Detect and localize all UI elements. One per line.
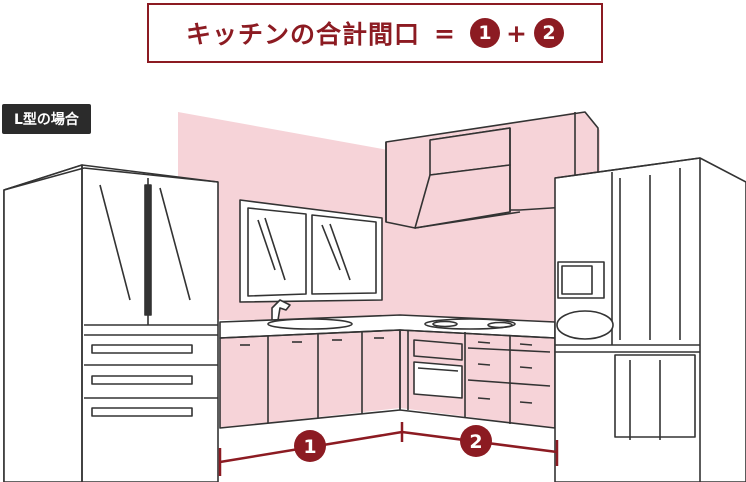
- dimension-marker-2-label: 2: [469, 431, 482, 453]
- dimension-lines: [218, 422, 559, 476]
- cupboard: [554, 157, 746, 482]
- window: [239, 199, 383, 303]
- refrigerator: [3, 164, 219, 482]
- highlight-cabinets-right: [400, 322, 555, 428]
- dimension-marker-2: 2: [460, 425, 492, 457]
- upper-cabinet: [385, 111, 599, 229]
- title-marker-1: 1: [470, 18, 500, 48]
- plus-sign: +: [506, 18, 528, 48]
- layout-type-label: L型の場合: [14, 112, 79, 128]
- title-text: キッチンの合計間口: [186, 20, 421, 49]
- dimension-marker-1-label: 1: [303, 436, 316, 458]
- title-box: キッチンの合計間口 = 1 + 2: [147, 3, 603, 63]
- dimension-marker-1: 1: [294, 430, 326, 462]
- faucet: [271, 299, 291, 321]
- layout-type-tag: L型の場合: [2, 104, 91, 134]
- highlight-cabinets-left: [220, 322, 400, 428]
- equals-sign: =: [434, 18, 456, 48]
- countertop: [219, 314, 556, 339]
- title-marker-2: 2: [533, 18, 564, 48]
